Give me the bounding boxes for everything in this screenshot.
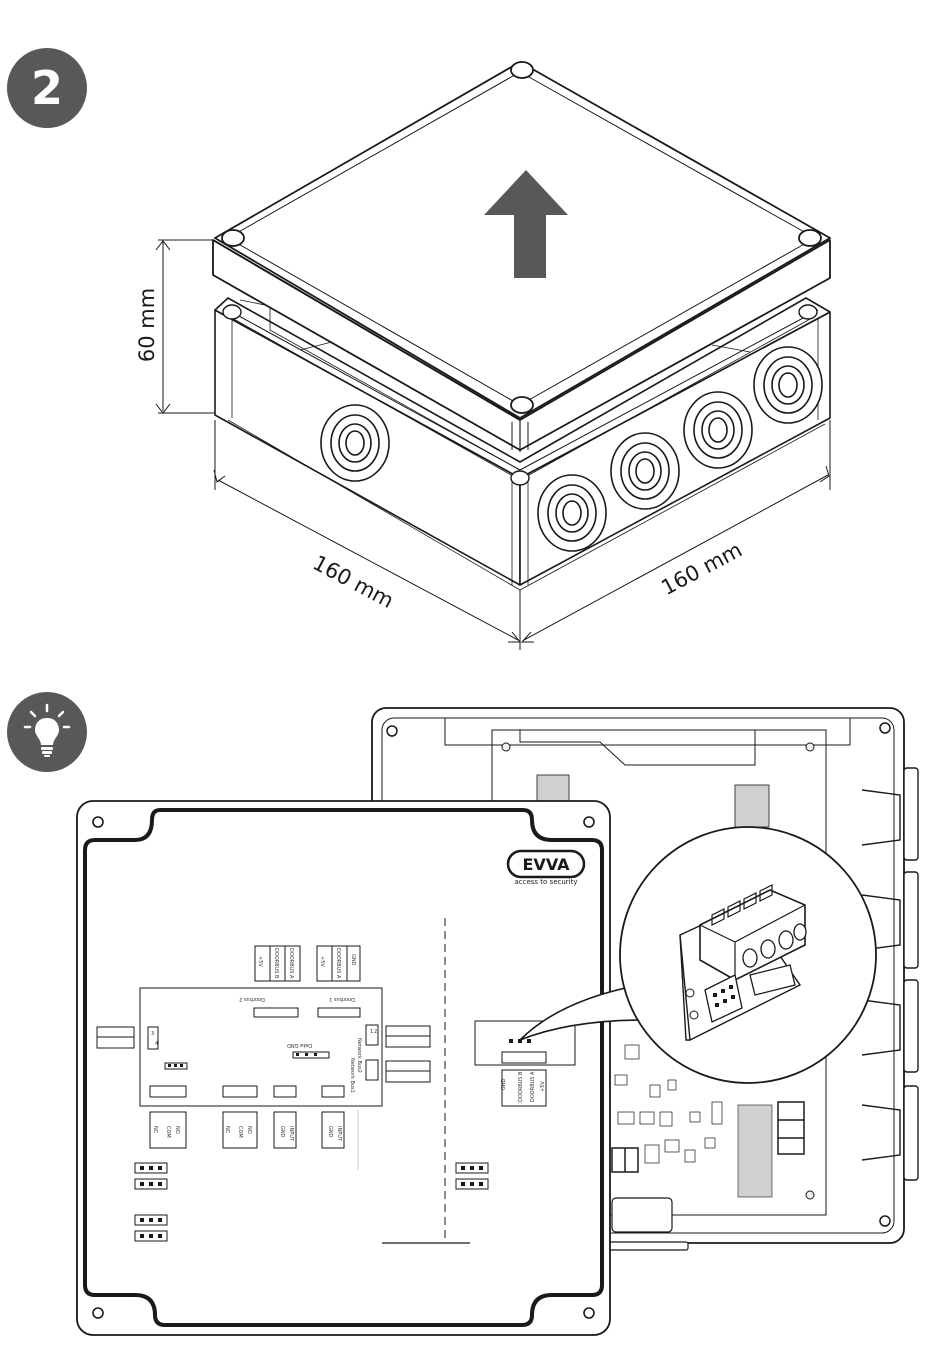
pin-1-label: 1 <box>370 1029 373 1035</box>
no-label-1: NO <box>174 1126 180 1134</box>
pin-4-label: 4 <box>155 1041 158 1047</box>
doorbus-a-label-1: DOORBUS A <box>288 948 294 979</box>
gnd-label-4: GND <box>501 1078 507 1090</box>
nc-label-2: NC <box>224 1126 230 1134</box>
brand-text: EVVA <box>523 855 571 874</box>
depth-label: 160 mm <box>657 538 746 600</box>
gnd-label-1: GND <box>279 1126 285 1138</box>
enclosure-diagram: 60 mm 160 mm 160 mm <box>0 0 950 660</box>
no-label-2: NO <box>246 1126 252 1134</box>
com-label-2: COM <box>237 1126 243 1138</box>
doorbus-b-label-1: DOORBUS B <box>273 948 279 979</box>
doorbus-b-label-2: DOORBUS B <box>518 1071 524 1102</box>
plus5v-label-3: +5V <box>540 1081 546 1092</box>
wiring-label-panel <box>97 946 575 1241</box>
width-label: 160 mm <box>309 551 398 613</box>
evva-logo: EVVA access to security <box>508 851 584 886</box>
lid-gasket <box>85 810 602 1325</box>
left-cable-glands <box>321 405 389 481</box>
height-dimension <box>156 240 215 413</box>
input-label-2: INPUT <box>336 1126 342 1142</box>
network-bus1-label: Network Bus1 <box>349 1058 355 1093</box>
network-bus2-label: Network Bus2 <box>356 1038 362 1073</box>
plus5v-label-2: +5V <box>319 956 325 967</box>
nc-label-1: NC <box>152 1126 158 1134</box>
doorbus2-label: Doorbus 2 <box>239 996 265 1002</box>
connector-zoom-callout <box>520 827 876 1083</box>
front-lid <box>77 801 610 1335</box>
gnd-label-3: GND <box>350 954 356 966</box>
brand-tagline: access to security <box>514 878 577 886</box>
com-label-1: COM <box>165 1126 171 1138</box>
plus5v-label-1: +5V <box>257 956 263 967</box>
lightbulb-icon <box>7 692 87 772</box>
pin-3-label: 3 <box>151 1031 154 1037</box>
tip-badge <box>7 692 87 772</box>
input-label-1: INPUT <box>288 1126 294 1142</box>
height-label: 60 mm <box>135 288 159 362</box>
data-gnd-label: Data GND <box>287 1042 312 1048</box>
pin-2-label: 2 <box>374 1029 377 1035</box>
back-enclosure <box>372 708 918 1250</box>
doorbus-a-label-2: DOORBUS A <box>335 948 341 979</box>
gnd-label-2: GND <box>327 1126 333 1138</box>
doorbus-a-label-3: DOORBUS A <box>530 1071 536 1102</box>
doorbus1-label: Doorbus 1 <box>329 996 355 1002</box>
